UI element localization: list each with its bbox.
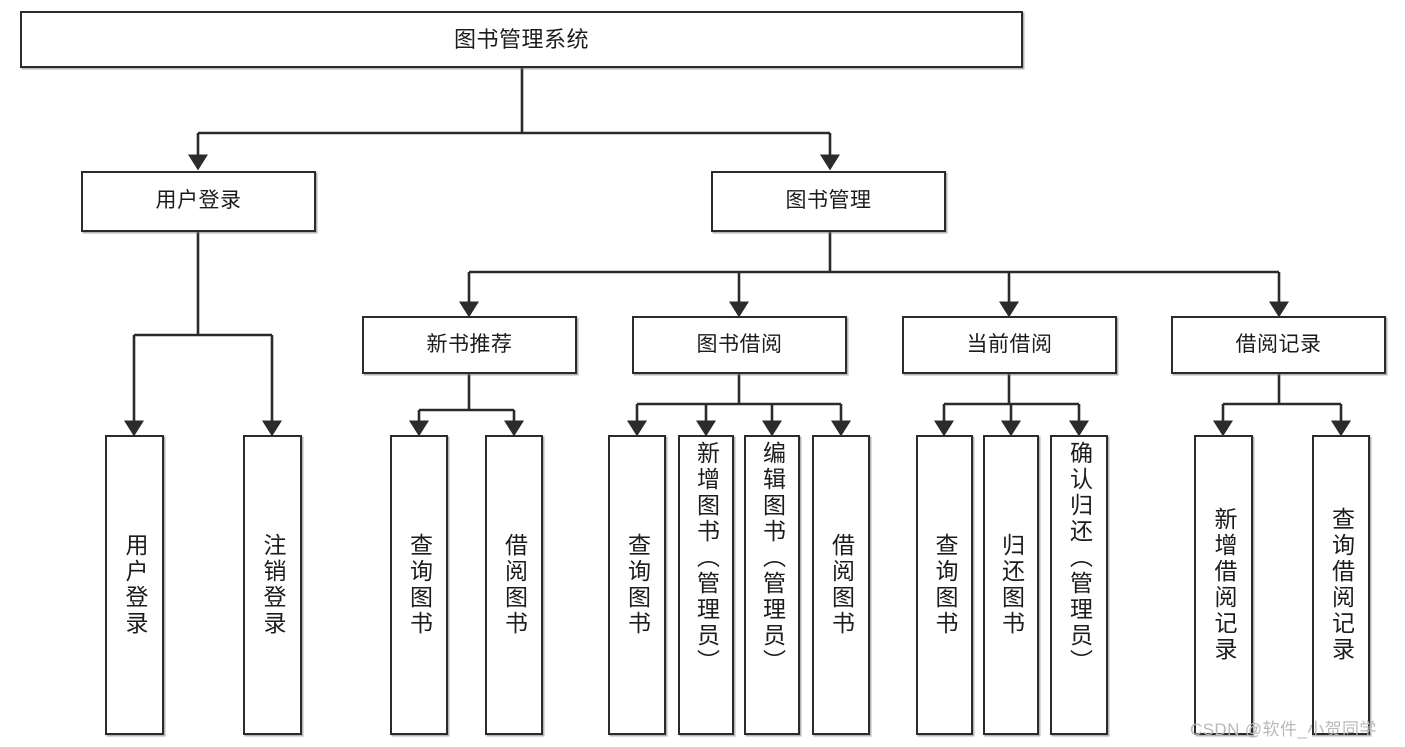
- node-new-book-recommend[interactable]: 新书推荐: [362, 316, 577, 374]
- node-label: 借阅记录: [1235, 332, 1322, 356]
- leaf-logout-login[interactable]: 注销登录: [243, 435, 302, 735]
- node-user-login[interactable]: 用户登录: [81, 171, 316, 232]
- node-label: 图书借阅: [696, 332, 783, 356]
- leaf-query-book-current[interactable]: 查询图书: [916, 435, 973, 735]
- csdn-watermark: CSDN @软件_小贺同学: [1190, 720, 1377, 739]
- node-label: 查询图书: [624, 533, 651, 637]
- node-borrow-record[interactable]: 借阅记录: [1171, 316, 1386, 374]
- node-label: 归还图书: [998, 533, 1025, 637]
- leaf-borrow-book-recommend[interactable]: 借阅图书: [485, 435, 543, 735]
- leaf-add-book-admin[interactable]: 新增图书（管理员）: [678, 435, 734, 735]
- node-label: 用户登录: [122, 533, 148, 637]
- leaf-add-borrow-record[interactable]: 新增借阅记录: [1194, 435, 1253, 735]
- node-label: 查询图书: [932, 533, 958, 637]
- node-root-system[interactable]: 图书管理系统: [20, 11, 1023, 68]
- leaf-user-login[interactable]: 用户登录: [105, 435, 164, 735]
- node-label: 图书管理: [785, 189, 872, 213]
- node-label: 图书管理系统: [453, 26, 589, 52]
- leaf-return-book[interactable]: 归还图书: [983, 435, 1039, 735]
- leaf-borrow-book[interactable]: 借阅图书: [812, 435, 870, 735]
- node-label: 查询借阅记录: [1328, 507, 1355, 663]
- node-label: 编辑图书（管理员）: [759, 441, 786, 675]
- node-label: 当前借阅: [966, 332, 1053, 356]
- node-label: 新增借阅记录: [1211, 507, 1237, 663]
- leaf-query-book-borrow[interactable]: 查询图书: [608, 435, 666, 735]
- node-book-management[interactable]: 图书管理: [711, 171, 946, 232]
- node-label: 注销登录: [260, 533, 286, 637]
- node-label: 借阅图书: [501, 533, 528, 637]
- leaf-edit-book-admin[interactable]: 编辑图书（管理员）: [744, 435, 800, 735]
- leaf-query-book-recommend[interactable]: 查询图书: [390, 435, 448, 735]
- node-label: 确认归还（管理员）: [1066, 441, 1093, 675]
- leaf-confirm-return-admin[interactable]: 确认归还（管理员）: [1050, 435, 1108, 735]
- node-label: 查询图书: [406, 533, 433, 637]
- leaf-query-borrow-record[interactable]: 查询借阅记录: [1312, 435, 1370, 735]
- node-label: 用户登录: [155, 189, 242, 213]
- node-label: 借阅图书: [828, 533, 855, 637]
- node-book-borrow[interactable]: 图书借阅: [632, 316, 847, 374]
- node-label: 新增图书（管理员）: [693, 441, 720, 675]
- node-current-borrow[interactable]: 当前借阅: [902, 316, 1117, 374]
- node-label: 新书推荐: [426, 332, 513, 356]
